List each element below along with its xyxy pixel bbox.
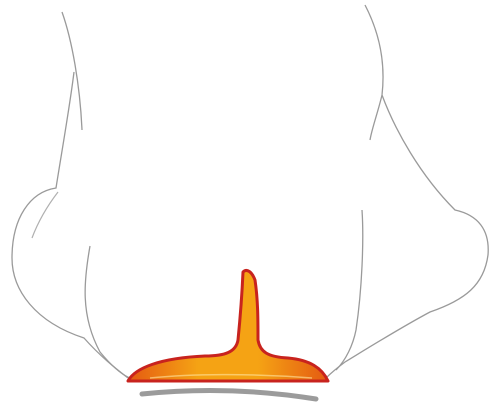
orthotic-insole-shape	[128, 270, 328, 381]
left-foot-outline	[12, 12, 128, 378]
floor-line	[142, 391, 316, 399]
left-inner-outline	[85, 246, 130, 378]
heel-crease-line	[32, 192, 58, 238]
right-inner-outline	[336, 210, 363, 370]
right-foot-outline	[326, 5, 488, 378]
